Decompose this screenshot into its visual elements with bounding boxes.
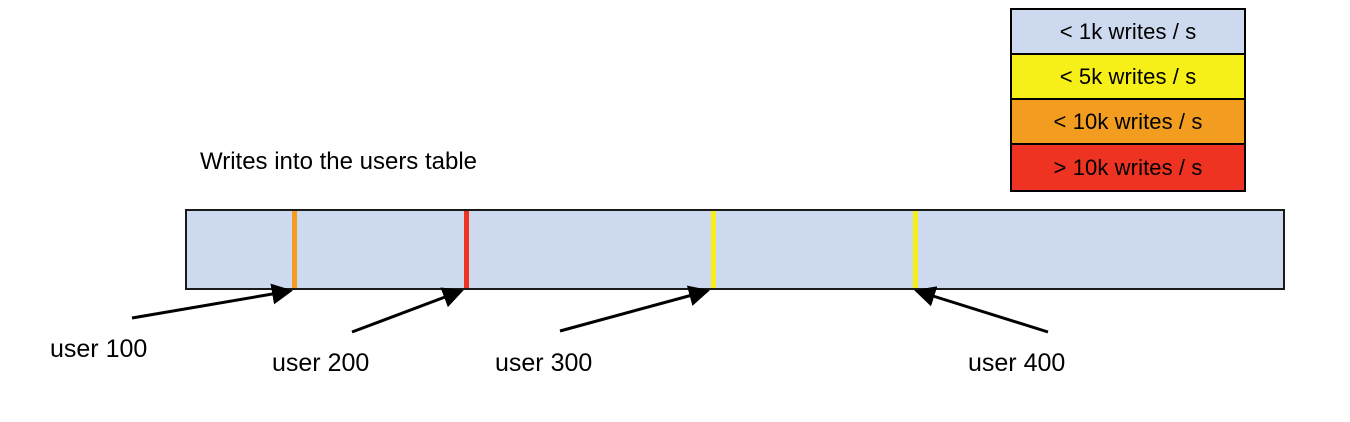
arrow-user-400 <box>914 286 1049 334</box>
label-user-200: user 200 <box>272 349 370 377</box>
chart-title: Writes into the users table <box>200 148 478 175</box>
write-rate-legend: < 1k writes / s < 5k writes / s < 10k wr… <box>1010 8 1246 192</box>
label-user-300: user 300 <box>495 349 593 377</box>
label-user-400: user 400 <box>968 349 1066 377</box>
legend-row-over-10k: > 10k writes / s <box>1012 145 1244 190</box>
hotspot-marker-user-200 <box>464 211 469 288</box>
hotspot-marker-user-100 <box>292 211 297 288</box>
arrow-user-300 <box>559 285 710 333</box>
legend-row-under-10k: < 10k writes / s <box>1012 100 1244 145</box>
legend-label-under-1k: < 1k writes / s <box>1059 18 1197 44</box>
label-user-100: user 100 <box>50 335 148 363</box>
legend-row-under-5k: < 5k writes / s <box>1012 55 1244 100</box>
hotspot-marker-user-400 <box>913 211 918 288</box>
hotspot-marker-user-300 <box>711 211 716 288</box>
legend-label-under-5k: < 5k writes / s <box>1059 63 1197 89</box>
users-table-band <box>185 209 1285 290</box>
legend-label-over-10k: > 10k writes / s <box>1053 154 1203 180</box>
legend-label-under-10k: < 10k writes / s <box>1053 108 1203 134</box>
arrow-user-100 <box>131 283 293 320</box>
arrow-user-200 <box>351 287 464 334</box>
legend-row-under-1k: < 1k writes / s <box>1012 10 1244 55</box>
